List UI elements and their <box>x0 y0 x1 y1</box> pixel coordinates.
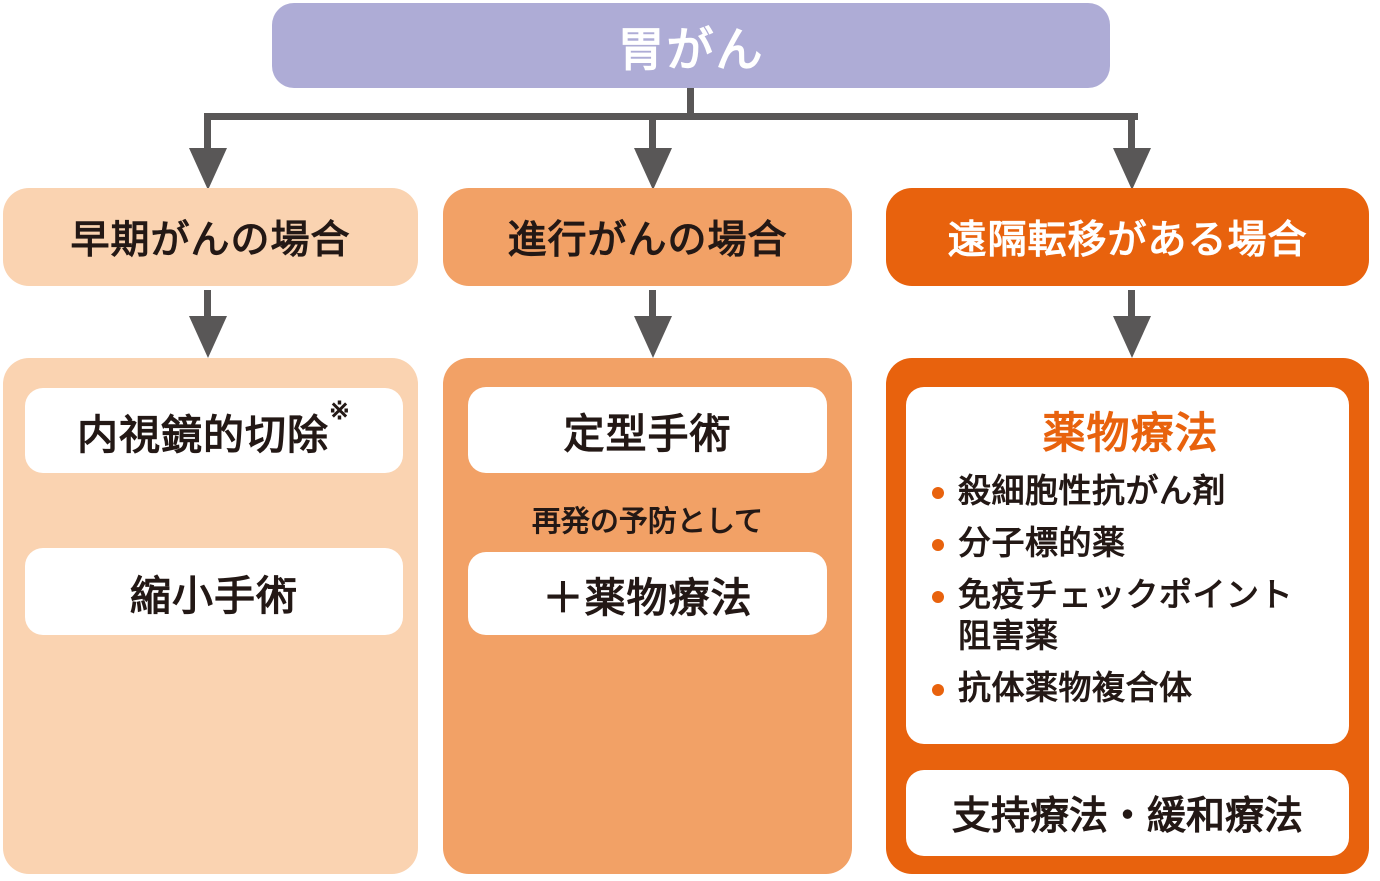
header-advanced-cancer: 進行がんの場合 <box>443 188 852 286</box>
drug-item-immune-checkpoint: 免疫チェックポイント阻害薬 <box>958 575 1293 654</box>
drug-therapy-list: 殺細胞性抗がん剤 分子標的薬 免疫チェックポイント阻害薬 抗体薬物複合体 <box>930 471 1331 709</box>
plus-drug-therapy-label: ＋薬物療法 <box>542 574 753 621</box>
treatment-box-reduced-surgery: 縮小手術 <box>25 548 403 635</box>
root-node-stomach-cancer: 胃がん <box>272 3 1110 88</box>
supportive-palliative-label: 支持療法・緩和療法 <box>951 795 1303 838</box>
header-advanced-cancer-label: 進行がんの場合 <box>507 219 788 262</box>
arrowhead-down-icon <box>634 316 672 358</box>
bullet-dot-icon <box>932 487 944 499</box>
footnote-mark: ※ <box>329 397 351 425</box>
recurrence-prevention-note: 再発の予防として <box>531 506 764 538</box>
arrowhead-down-icon <box>1113 148 1151 190</box>
header-distant-metastasis: 遠隔転移がある場合 <box>886 188 1369 286</box>
connector-stem-metastasis <box>1128 118 1135 150</box>
connector-stem-advanced <box>649 118 656 150</box>
bullet-dot-icon <box>932 590 944 603</box>
list-item: 免疫チェックポイント阻害薬 <box>930 575 1331 657</box>
header-distant-metastasis-label: 遠隔転移がある場合 <box>947 219 1308 262</box>
connector-stem-early <box>204 118 211 150</box>
header-early-cancer-label: 早期がんの場合 <box>70 219 351 262</box>
treatment-panel-early: 内視鏡的切除※ 縮小手術 <box>3 358 418 874</box>
connector-stem-advanced-2 <box>649 290 656 318</box>
arrowhead-down-icon <box>189 316 227 358</box>
list-item: 抗体薬物複合体 <box>930 668 1331 709</box>
treatment-box-plus-drug-therapy: ＋薬物療法 <box>468 552 827 635</box>
treatment-box-endoscopic-resection: 内視鏡的切除※ <box>25 388 403 473</box>
connector-horizontal-bar <box>204 113 1138 120</box>
root-title: 胃がん <box>617 23 765 76</box>
reduced-surgery-label: 縮小手術 <box>130 572 298 619</box>
drug-item-antibody-drug-conjugate: 抗体薬物複合体 <box>958 668 1193 706</box>
bullet-dot-icon <box>932 538 944 551</box>
header-early-cancer: 早期がんの場合 <box>3 188 418 286</box>
drug-item-molecular-targeted: 分子標的薬 <box>958 523 1126 561</box>
treatment-panel-advanced: 定型手術 再発の予防として ＋薬物療法 <box>443 358 852 874</box>
list-item: 殺細胞性抗がん剤 <box>930 471 1331 512</box>
drug-therapy-panel: 薬物療法 殺細胞性抗がん剤 分子標的薬 免疫チェックポイント阻害薬 抗体薬物複合… <box>906 387 1349 744</box>
drug-item-cytotoxic: 殺細胞性抗がん剤 <box>958 472 1226 509</box>
treatment-box-supportive-palliative: 支持療法・緩和療法 <box>906 770 1349 856</box>
list-item: 分子標的薬 <box>930 523 1331 564</box>
treatment-panel-metastasis: 薬物療法 殺細胞性抗がん剤 分子標的薬 免疫チェックポイント阻害薬 抗体薬物複合… <box>886 358 1369 874</box>
arrowhead-down-icon <box>189 148 227 190</box>
treatment-box-standard-surgery: 定型手術 <box>468 387 827 473</box>
connector-stem-metastasis-2 <box>1128 290 1135 318</box>
connector-stem-early-2 <box>204 290 211 318</box>
arrowhead-down-icon <box>1113 316 1151 358</box>
arrowhead-down-icon <box>634 148 672 190</box>
connector-root-stem <box>687 88 694 115</box>
bullet-dot-icon <box>932 683 944 696</box>
drug-therapy-title: 薬物療法 <box>1042 410 1219 458</box>
endoscopic-resection-label: 内視鏡的切除 <box>77 411 330 458</box>
standard-surgery-label: 定型手術 <box>563 411 732 457</box>
